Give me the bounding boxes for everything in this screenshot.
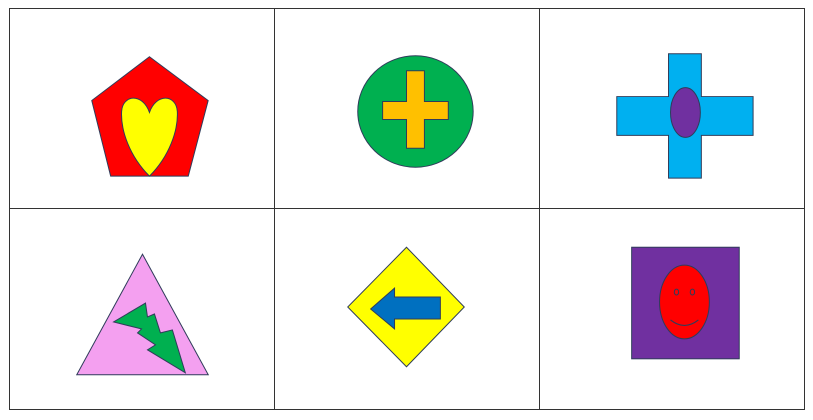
shape-grid (9, 8, 805, 410)
cross-oval-figure (616, 53, 754, 179)
plus-icon (382, 70, 449, 149)
oval-icon (670, 87, 701, 138)
left-arrow-icon (369, 286, 441, 330)
smiley-right-eye (689, 288, 696, 296)
cell-square-smiley (540, 209, 804, 409)
smiley-face-icon (659, 264, 710, 340)
triangle-lightning-figure (75, 253, 210, 376)
heart-icon (121, 97, 178, 177)
diamond-arrow-figure (347, 246, 465, 368)
cell-pentagon-heart (10, 9, 275, 209)
smiley-face-head (659, 264, 710, 340)
cell-cross-oval (540, 9, 804, 209)
cell-circle-plus (275, 9, 540, 209)
cell-triangle-lightning (10, 209, 275, 409)
smiley-left-eye (673, 288, 680, 296)
smiley-mouth (670, 319, 699, 327)
square-smiley-figure (631, 246, 740, 360)
cell-diamond-arrow (275, 209, 540, 409)
lightning-bolt-icon (112, 302, 187, 374)
pentagon-heart-figure (91, 56, 209, 177)
circle-plus-figure (357, 55, 474, 168)
